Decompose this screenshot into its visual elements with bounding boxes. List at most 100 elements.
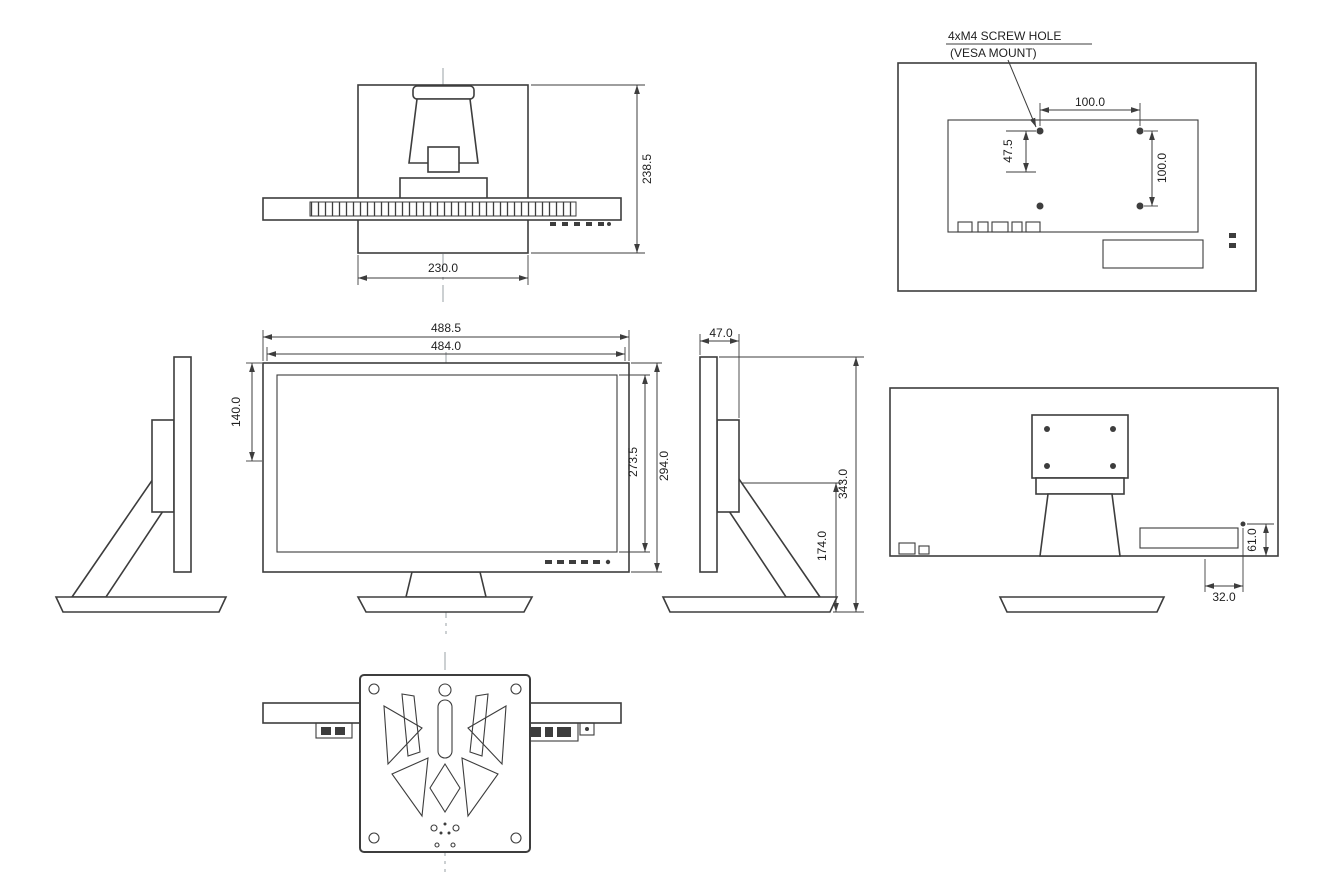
stand-column	[1039, 493, 1121, 557]
power-button-mark	[605, 559, 611, 565]
dim-rear-offset-vertical: 61.0	[1245, 523, 1274, 556]
dim-front-screen-height: 273.5	[619, 374, 650, 553]
button-mark	[550, 222, 556, 226]
dim-label-rear-offset-vertical: 61.0	[1245, 528, 1259, 552]
base-corner-boss	[510, 683, 522, 695]
cutout-slot	[401, 693, 421, 757]
port	[545, 727, 553, 737]
bottom-ports-left	[315, 722, 353, 739]
stand-base	[998, 596, 1166, 613]
cutout-diamond	[429, 762, 461, 814]
button-mark	[569, 560, 576, 564]
port	[898, 542, 916, 555]
screw-dot	[439, 831, 443, 835]
front-osd-buttons	[545, 559, 611, 565]
dim-vesa-vertical: 100.0	[1144, 130, 1169, 207]
vesa-note-text-line2: (VESA MOUNT)	[950, 46, 1037, 60]
cutout-slot	[437, 699, 453, 759]
rear-panel-outline	[897, 62, 1257, 292]
top-view-stand-neck	[408, 98, 479, 164]
base-corner-boss	[368, 832, 380, 844]
power-button-mark	[607, 222, 611, 226]
view-rear-stand: 61.0 32.0	[889, 387, 1279, 613]
button-mark	[545, 560, 552, 564]
view-side-right: 47.0 343.0 174.0	[661, 326, 864, 613]
dim-side-pivot-height: 174.0	[742, 482, 842, 612]
dim-label-overall-width: 488.5	[431, 321, 461, 335]
dim-top-depth: 238.5	[531, 84, 654, 254]
vesa-note-text-line1: 4xM4 SCREW HOLE	[948, 29, 1061, 43]
button-mark	[593, 560, 600, 564]
dim-side-depth: 47.0	[699, 326, 740, 418]
cutout-triangle	[461, 757, 499, 818]
button-mark	[586, 222, 592, 226]
kensington-mark	[1229, 243, 1236, 248]
cutout-hole	[434, 842, 440, 848]
view-top: 230.0 238.5	[262, 68, 654, 302]
base-center-hole	[438, 683, 452, 697]
dim-front-overall-width: 488.5	[262, 321, 630, 361]
button-mark	[562, 222, 568, 226]
cutout-slot	[469, 693, 489, 757]
dim-label-bezel-width: 484.0	[431, 339, 461, 353]
cutout-hole	[430, 824, 438, 832]
view-rear-vesa: 4xM4 SCREW HOLE (VESA MOUNT) 100.0 47.5 …	[897, 29, 1257, 292]
cable-slot	[1139, 527, 1239, 549]
screw-point	[1240, 521, 1246, 527]
vesa-screw	[1110, 426, 1116, 432]
vesa-note: 4xM4 SCREW HOLE (VESA MOUNT)	[946, 29, 1092, 128]
screen-slab	[699, 356, 718, 573]
view-bottom	[262, 652, 622, 872]
dim-label-vesa-offset: 47.5	[1001, 139, 1015, 163]
dim-label-depth: 238.5	[640, 154, 654, 184]
port	[1011, 221, 1023, 233]
port	[991, 221, 1009, 233]
stand-base	[661, 596, 839, 613]
dim-vesa-offset: 47.5	[1001, 130, 1036, 173]
dim-vesa-horizontal: 100.0	[1039, 95, 1141, 126]
button-mark	[574, 222, 580, 226]
bottom-ports-right	[523, 722, 595, 742]
leader-line	[1007, 59, 1037, 128]
stand-base	[356, 596, 534, 613]
stand-hinge	[1035, 477, 1125, 495]
stand-base	[54, 596, 228, 613]
vesa-screw	[1044, 463, 1050, 469]
top-view-hinge-block	[427, 146, 460, 173]
stand-neck	[404, 571, 488, 598]
vesa-hole	[1136, 127, 1144, 135]
port	[529, 727, 541, 737]
dim-rear-offset-horizontal: 32.0	[1204, 528, 1244, 604]
port	[977, 221, 989, 233]
port	[918, 545, 930, 555]
vesa-hole	[1136, 202, 1144, 210]
dim-label-vesa-horizontal: 100.0	[1075, 95, 1105, 109]
screen-slab	[173, 356, 192, 573]
cutout-triangle	[391, 757, 429, 818]
button-mark	[598, 222, 604, 226]
cutout-triangle	[467, 705, 507, 766]
dim-label-base-width: 230.0	[428, 261, 458, 275]
rating-label-plate	[1102, 239, 1204, 269]
top-view-hinge-mount	[399, 177, 488, 201]
dim-label-side-depth: 47.0	[709, 326, 733, 340]
dim-label-rear-offset-horizontal: 32.0	[1212, 590, 1236, 604]
rear-port-row	[957, 221, 1041, 233]
dim-label-side-pivot-height: 174.0	[815, 531, 829, 561]
cutout-hole	[450, 842, 456, 848]
dim-front-overall-height: 294.0	[631, 362, 671, 573]
view-front: 488.5 484.0 140.0 273.5 294.0	[229, 321, 671, 634]
dim-front-upper-height: 140.0	[229, 362, 262, 462]
base-corner-boss	[368, 683, 380, 695]
button-mark	[581, 560, 588, 564]
stand-bracket	[716, 419, 740, 513]
base-corner-boss	[510, 832, 522, 844]
dim-label-side-overall-height: 343.0	[836, 469, 850, 499]
port	[1025, 221, 1041, 233]
top-view-vent-hatch	[309, 201, 577, 217]
base-cutout-pattern	[383, 693, 507, 848]
top-view-osd-buttons	[550, 222, 611, 226]
kensington-mark	[1229, 233, 1236, 238]
